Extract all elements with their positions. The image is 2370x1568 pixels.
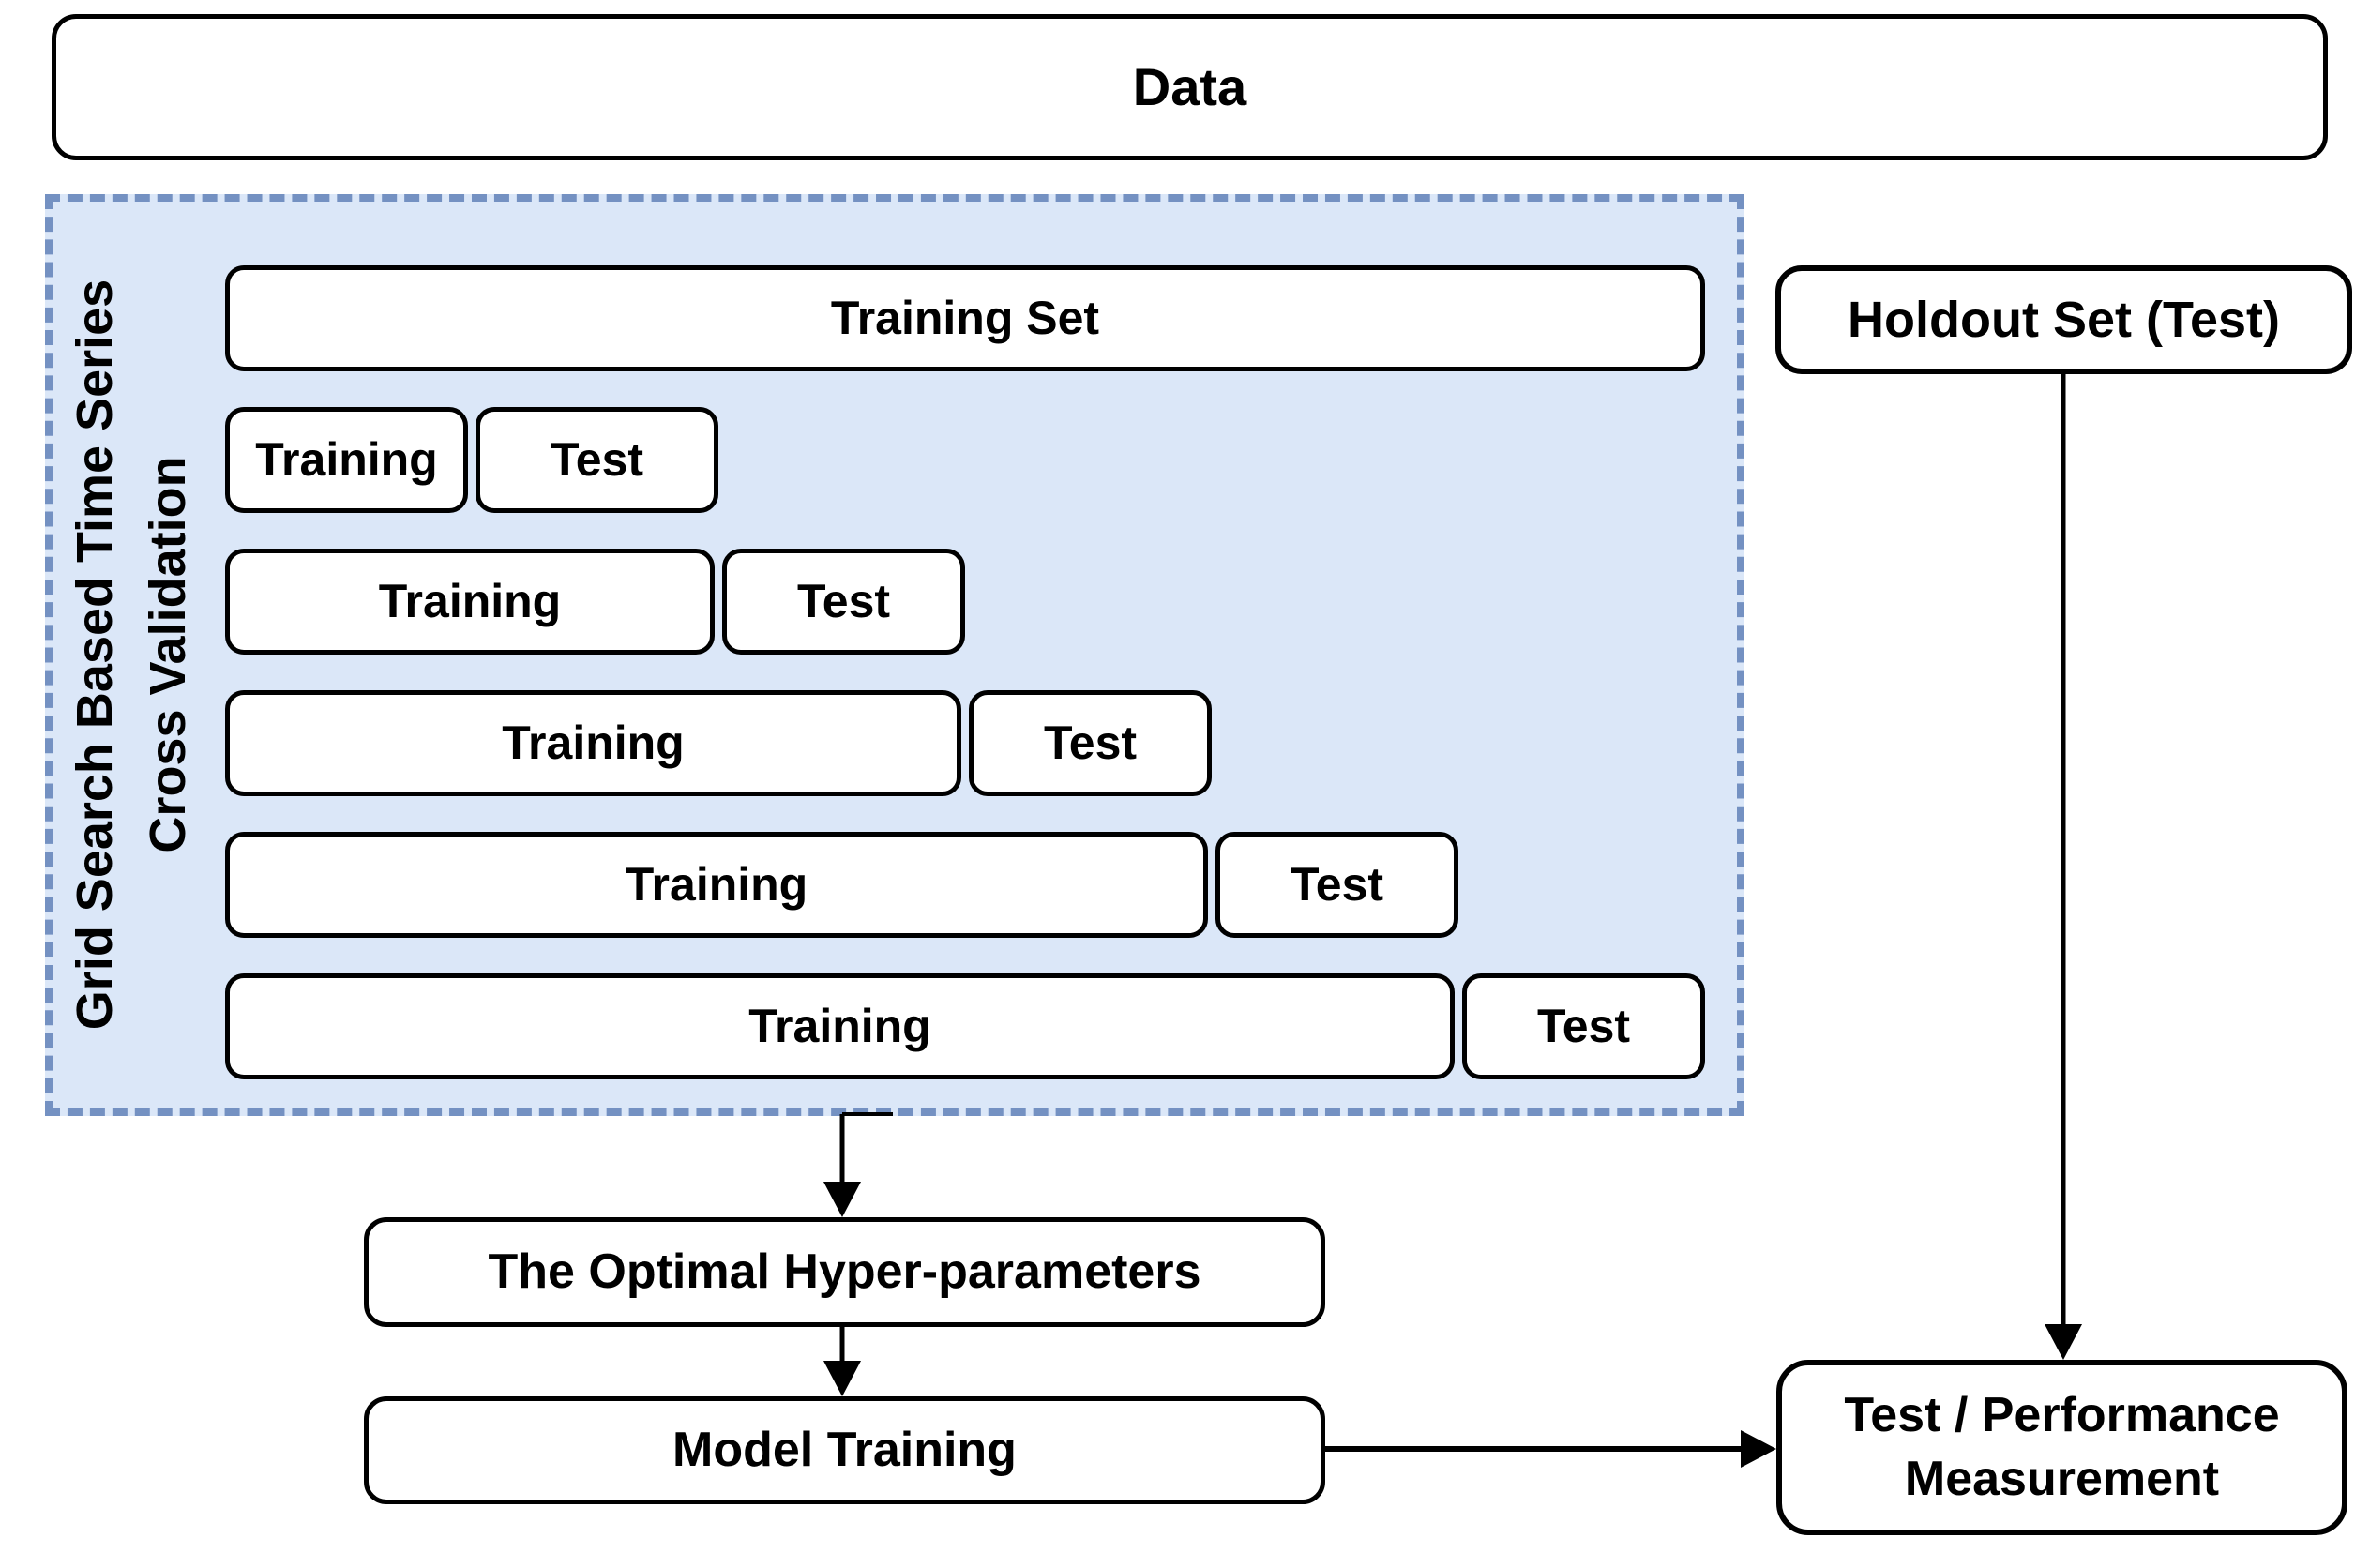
fold-4-training-box: Training — [225, 832, 1208, 938]
fold-1-training-box: Training — [225, 407, 468, 513]
cv-region-label-line2: Cross Validation — [140, 456, 196, 853]
fold-1-training-label: Training — [255, 432, 438, 486]
fold-5-training-label: Training — [748, 999, 931, 1052]
fold-3-test-box: Test — [969, 690, 1212, 796]
holdout-set-box: Holdout Set (Test) — [1775, 265, 2352, 374]
fold-2-test-label: Test — [796, 574, 891, 627]
training-set-label: Training Set — [830, 291, 1100, 344]
fold-4-test-box: Test — [1215, 832, 1458, 938]
data-box: Data — [52, 14, 2328, 160]
fold-1-test-label: Test — [550, 432, 644, 486]
fold-1-test-box: Test — [476, 407, 718, 513]
fold-5-test-label: Test — [1536, 999, 1631, 1052]
fold-3-training-box: Training — [225, 690, 961, 796]
fold-5-training-box: Training — [225, 973, 1455, 1079]
fold-2-training-label: Training — [378, 574, 562, 627]
holdout-set-label: Holdout Set (Test) — [1848, 291, 2280, 348]
test-performance-box: Test / Performance Measurement — [1776, 1360, 2347, 1535]
data-box-label: Data — [1132, 56, 1247, 116]
fold-4-test-label: Test — [1290, 857, 1384, 911]
training-set-box: Training Set — [225, 265, 1705, 371]
fold-5-test-box: Test — [1462, 973, 1705, 1079]
arrow-holdout-to-testperf-head — [2045, 1324, 2082, 1360]
fold-2-training-box: Training — [225, 549, 715, 655]
model-training-box: Model Training — [364, 1396, 1325, 1504]
fold-4-training-label: Training — [625, 857, 808, 911]
fold-3-training-label: Training — [502, 716, 685, 769]
fold-2-test-box: Test — [722, 549, 965, 655]
optimal-hyperparameters-box: The Optimal Hyper-parameters — [364, 1217, 1325, 1327]
model-training-label: Model Training — [672, 1422, 1017, 1477]
arrow-optimal-to-model-head — [823, 1361, 861, 1396]
fold-3-test-label: Test — [1043, 716, 1138, 769]
cv-region-label: Grid Search Based Time Series Cross Vali… — [52, 204, 211, 1105]
arrow-cv-to-optimal-head — [823, 1182, 861, 1217]
arrow-model-to-testperf-head — [1741, 1430, 1776, 1468]
cv-region-label-line1: Grid Search Based Time Series — [66, 279, 123, 1031]
test-performance-label-line2: Measurement — [1904, 1451, 2220, 1506]
optimal-hyperparameters-label: The Optimal Hyper-parameters — [488, 1244, 1201, 1299]
test-performance-label-line1: Test / Performance — [1844, 1387, 2280, 1442]
